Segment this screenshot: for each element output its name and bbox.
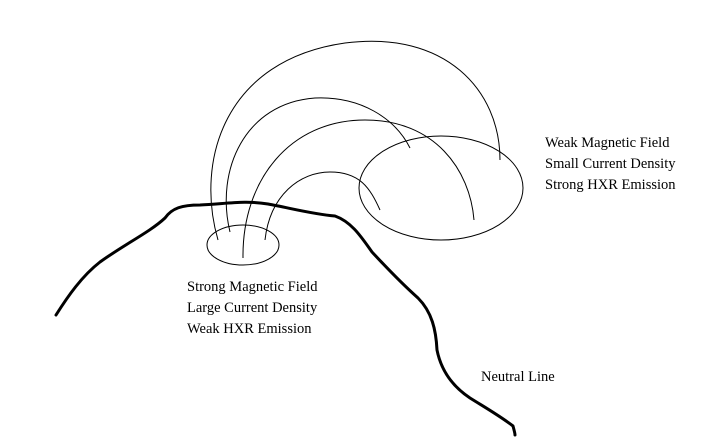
magnetic-loop-outer xyxy=(210,40,501,241)
neutral-line-label: Neutral Line xyxy=(481,369,555,385)
right-label-line-1: Weak Magnetic Field xyxy=(545,135,670,151)
magnetic-loop-2 xyxy=(225,97,411,233)
right-footpoint-label: Weak Magnetic Field Small Current Densit… xyxy=(545,135,676,193)
left-label-line-3: Weak HXR Emission xyxy=(187,321,312,337)
left-label-line-2: Large Current Density xyxy=(187,300,318,316)
right-label-line-3: Strong HXR Emission xyxy=(545,177,676,193)
magnetic-loop-inner xyxy=(264,171,381,241)
magnetic-loop-3 xyxy=(242,119,475,259)
right-footpoint-ellipse xyxy=(358,135,524,241)
left-footpoint-label: Strong Magnetic Field Large Current Dens… xyxy=(187,279,318,337)
neutral-line-curve xyxy=(54,200,517,437)
right-label-line-2: Small Current Density xyxy=(545,156,676,172)
left-footpoint-ellipse xyxy=(206,224,280,266)
left-label-line-1: Strong Magnetic Field xyxy=(187,279,318,295)
